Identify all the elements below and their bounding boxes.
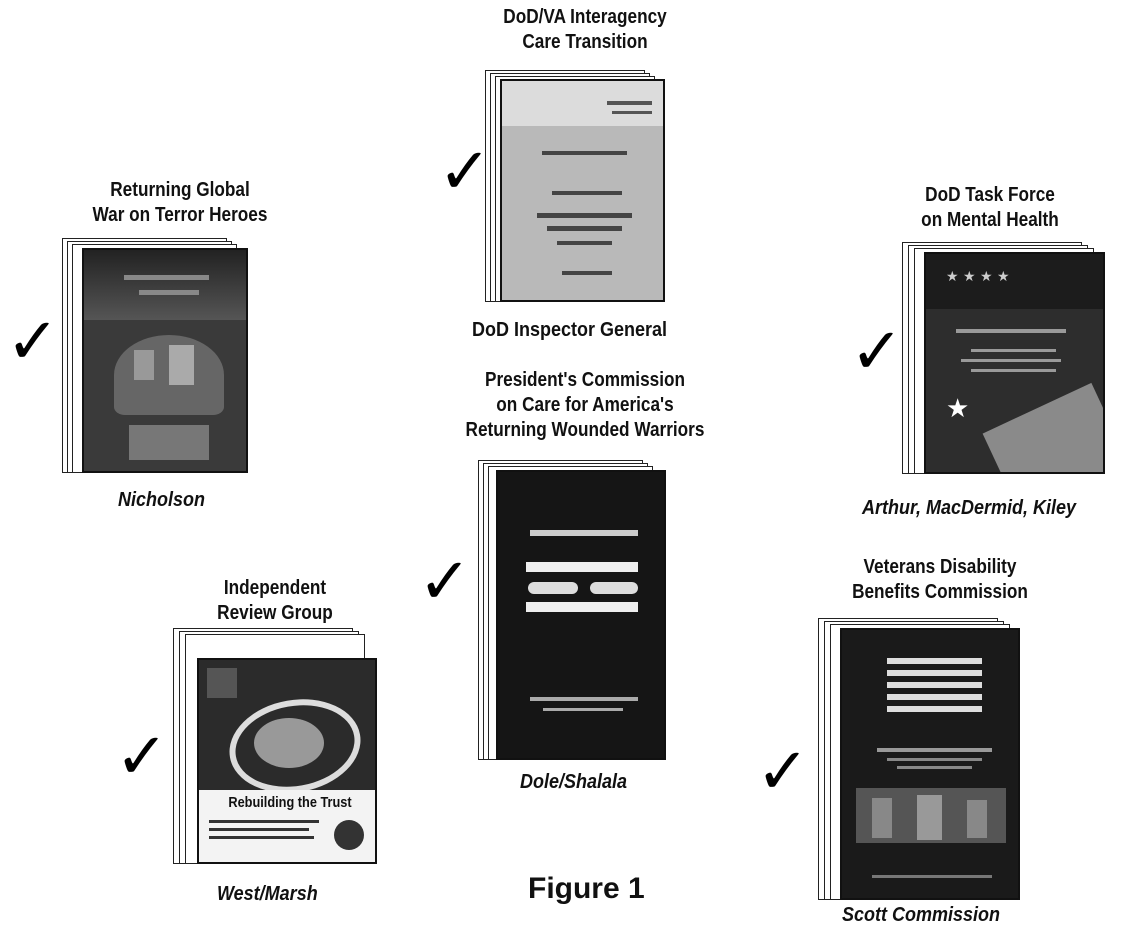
title-line: on Care for America's [496,394,674,416]
checkmark-icon: ✓ [438,135,492,209]
checkmark-icon: ✓ [115,720,169,794]
report-cover-presidents [496,470,666,760]
report-cover-independent: Rebuilding the Trust [197,658,377,864]
title-line: Care Transition [522,31,648,53]
report-title-veterans: Veterans Disability Benefits Commission [828,555,1052,605]
figure-caption: Figure 1 [528,872,645,905]
cover-title-independent: Rebuilding the Trust [228,794,352,811]
report-title-mental-health: DoD Task Force on Mental Health [878,183,1102,233]
title-line: Review Group [217,602,333,624]
report-title-global-war: Returning Global War on Terror Heroes [64,178,296,228]
report-stack-independent: Rebuilding the Trust [173,628,377,864]
checkmark-icon: ✓ [756,735,810,809]
title-line: Veterans Disability [863,556,1017,578]
report-title-interagency: DoD/VA Interagency Care Transition [460,5,709,55]
checkmark-icon: ✓ [6,305,60,379]
report-author-interagency: DoD Inspector General [472,319,668,341]
report-cover-veterans [840,628,1020,900]
title-line: President's Commission [484,369,686,391]
title-line: Returning Wounded Warriors [465,419,705,441]
title-line: Returning Global [110,179,250,201]
report-author-presidents: Dole/Shalala [520,771,628,793]
report-cover-global-war [82,248,248,473]
report-stack-interagency [485,70,665,302]
report-author-independent: West/Marsh [217,883,318,905]
report-author-global-war: Nicholson [118,489,206,511]
title-line: DoD/VA Interagency [503,6,667,28]
title-line: War on Terror Heroes [92,204,268,226]
report-author-veterans: Scott Commission [842,904,1001,926]
title-line: DoD Task Force [925,184,1055,206]
report-stack-presidents [478,460,666,760]
report-author-mental-health: Arthur, MacDermid, Kiley [862,497,1077,519]
report-cover-mental-health: ★ ★ ★ ★ ★ [924,252,1105,474]
report-cover-interagency [500,79,665,302]
title-line: on Mental Health [921,209,1059,231]
report-stack-veterans [818,618,1020,900]
report-stack-mental-health: ★ ★ ★ ★ ★ [902,242,1105,474]
title-line: Benefits Commission [852,581,1028,603]
title-line: Independent [223,577,327,599]
report-title-presidents: President's Commission on Care for Ameri… [439,368,731,443]
report-stack-global-war [62,238,248,473]
checkmark-icon: ✓ [850,315,904,389]
checkmark-icon: ✓ [418,545,472,619]
report-title-independent: Independent Review Group [180,576,369,626]
